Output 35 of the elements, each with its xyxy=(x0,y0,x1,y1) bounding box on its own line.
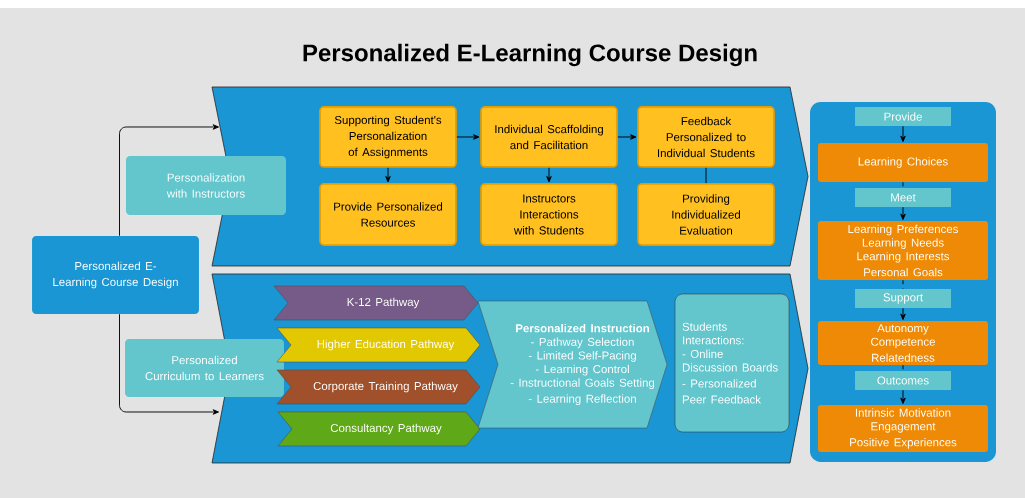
activity-box: Provide Personalized Resources xyxy=(319,183,457,246)
pathway-banner: Consultancy Pathway xyxy=(277,411,481,447)
interactions-box: Students Interactions: - Online Discussion Boards - Personalized Peer Feedback xyxy=(674,293,790,433)
arrow xyxy=(900,307,906,320)
course-design-box: Personalized E-Learning Course Design xyxy=(32,236,199,314)
pathway-banner: K-12 Pathway xyxy=(273,285,479,321)
step-label: Outcomes xyxy=(855,371,951,390)
pathway-banner: Higher Education Pathway xyxy=(276,327,481,363)
arrow xyxy=(456,134,480,140)
connector-line xyxy=(902,279,904,290)
step-label: Meet xyxy=(855,188,951,207)
activity-box: Feedback Personalized to Individual Students xyxy=(637,106,775,168)
arrow xyxy=(119,313,219,415)
category-box: Personalization with Instructors xyxy=(126,156,286,215)
connector-line xyxy=(705,167,707,184)
activity-box: Supporting Student's Personalization of Assignments xyxy=(319,106,457,168)
outcome-box: Intrinsic Motivation Engagement Positive Experiences xyxy=(818,405,988,452)
activity-box: Individual Scaffolding and Facilitation xyxy=(480,106,618,168)
arrow xyxy=(900,206,906,220)
category-box: Personalized Curriculum to Learners xyxy=(125,339,284,397)
title: Personalized E-Learning Course Design xyxy=(303,43,757,67)
activity-box: Providing Individualized Evaluation xyxy=(637,183,775,246)
outcome-box: Learning Choices xyxy=(818,143,988,182)
arrow xyxy=(900,125,906,142)
pathway-banner: Corporate Training Pathway xyxy=(276,369,481,405)
outcome-box: Learning Preferences Learning Needs Learning Interests Personal Goals xyxy=(818,221,988,280)
activity-box: Instructors Interactions with Students xyxy=(480,183,618,246)
arrow xyxy=(617,134,637,140)
outcome-box: Autonomy Competence Relatedness xyxy=(818,321,988,365)
arrow xyxy=(119,124,219,237)
arrow xyxy=(546,167,552,183)
arrow xyxy=(900,389,906,404)
step-label: Support xyxy=(855,289,951,308)
arrow xyxy=(385,167,391,183)
step-label: Provide xyxy=(855,107,951,126)
